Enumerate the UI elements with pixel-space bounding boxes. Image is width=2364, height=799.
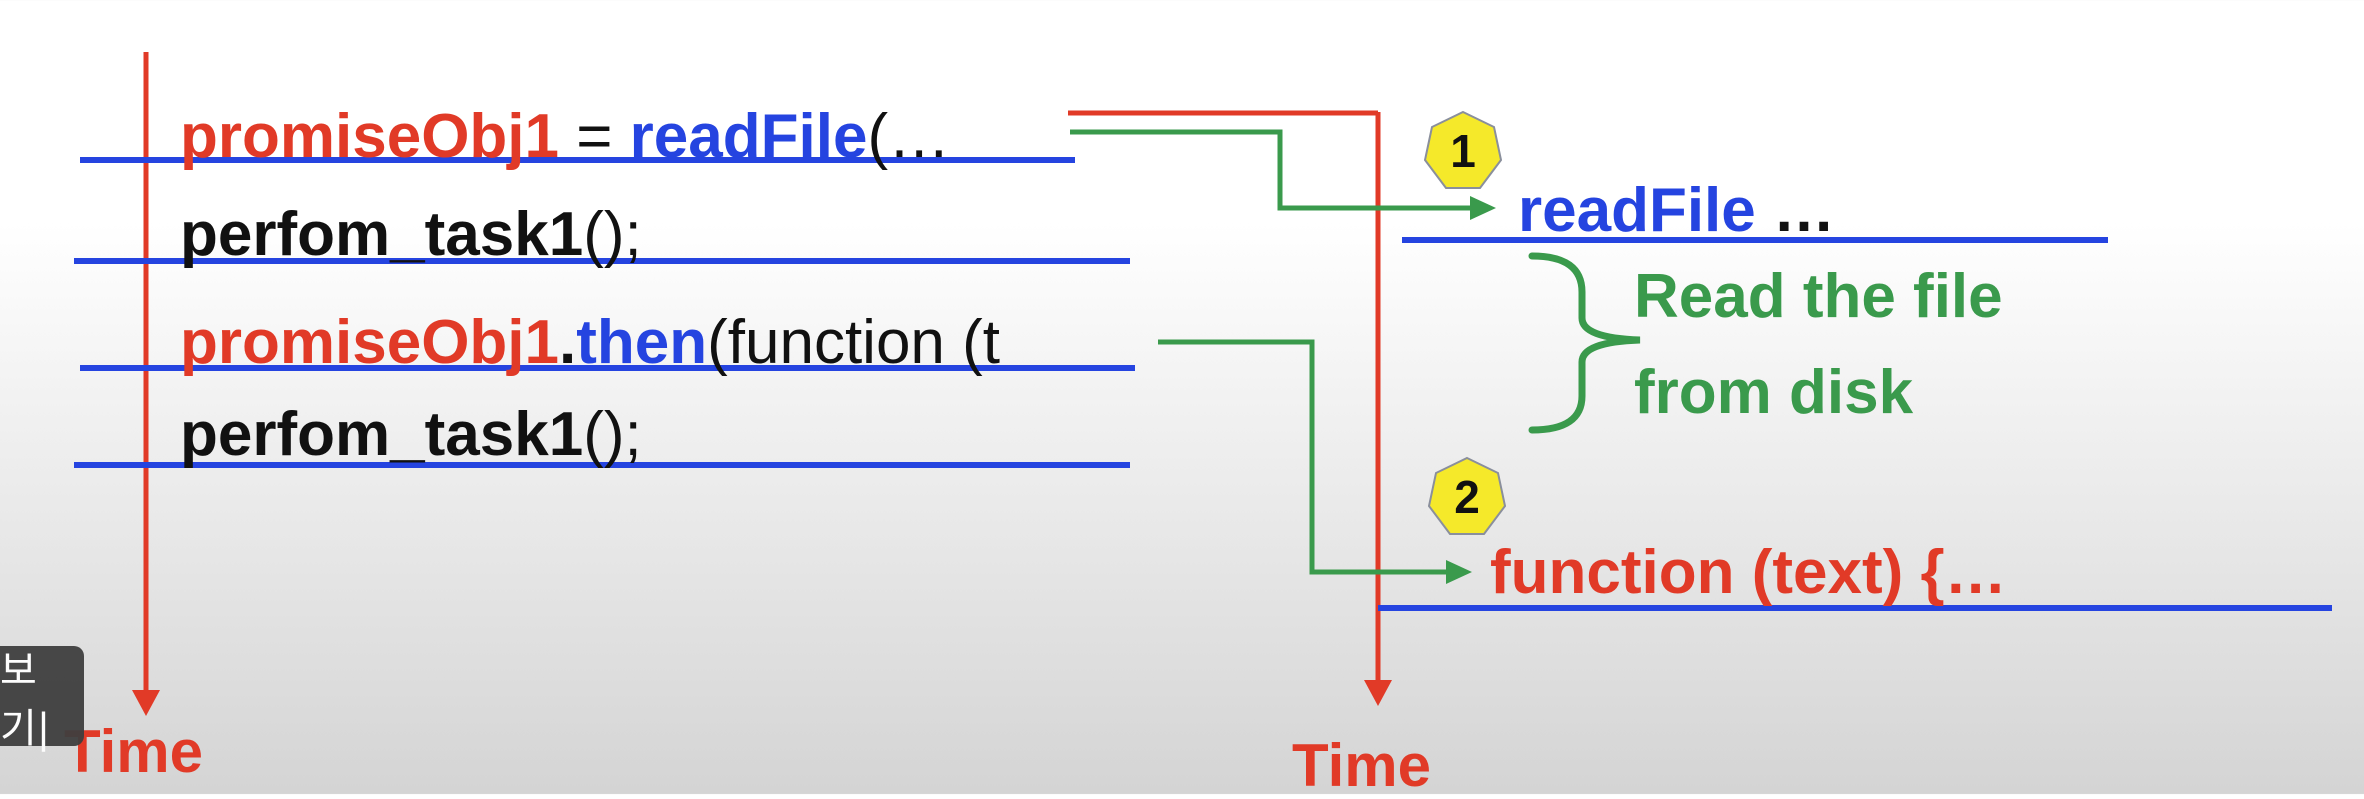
readfile-exec-rest: … [1755,176,1836,245]
task-parens-2: (); [583,400,642,469]
green-brace [1528,252,1641,434]
task-call-1: perfom_task1 [180,200,584,269]
readfile-args: (… [867,102,951,171]
promise-var-1: promiseObj1 [180,102,559,171]
right-time-arrowhead [1364,680,1392,706]
code-line-4: perfom_task1(); [180,404,642,466]
step-marker-2: 2 [1428,456,1506,538]
then-call: then [576,308,708,377]
right-time-label: Time [1292,732,1431,799]
dot-op: . [559,308,577,377]
note-line-1: Read the file [1634,262,2003,331]
green-connector-2 [1158,339,1448,575]
green-arrowhead-2 [1446,560,1472,584]
left-time-arrowhead [132,690,160,716]
task-parens-1: (); [583,200,642,269]
left-time-label: Time [64,718,203,785]
read-call-line: readFile … [1518,180,1835,242]
assign-op: = [559,102,630,171]
promise-var-2: promiseObj1 [180,308,559,377]
green-connector-1 [1070,129,1472,211]
task-call-2: perfom_task1 [180,400,584,469]
readfile-exec: readFile [1518,176,1756,245]
code-line-3: promiseObj1.then(function (t [180,312,1000,374]
callback-line: function (text) {… [1490,538,2007,607]
readfile-call: readFile [629,102,868,171]
step-marker-1: 1 [1424,110,1502,192]
note-line-2: from disk [1634,358,1914,427]
then-args: (function (t [707,308,1001,377]
step-marker-2-label: 2 [1454,471,1480,523]
step-marker-1-label: 1 [1450,125,1476,177]
code-line-1: promiseObj1 = readFile(… [180,106,950,168]
green-arrowhead-1 [1470,196,1496,220]
code-line-2: perfom_task1(); [180,204,642,266]
caption-button[interactable]: 보기| [0,646,84,752]
